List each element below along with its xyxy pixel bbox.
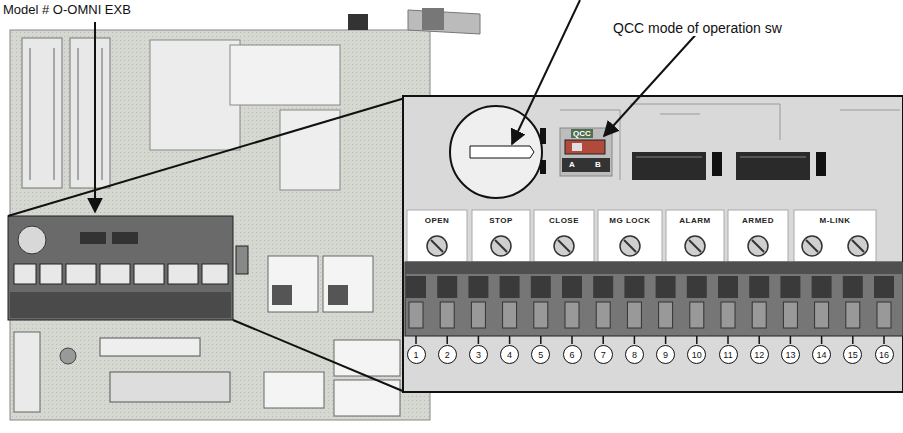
- zoom-inset: [403, 96, 903, 392]
- callout-label: QCC mode of operation sw: [612, 20, 783, 36]
- terminal-label: CLOSE: [536, 213, 592, 227]
- switch-position: B: [594, 160, 602, 169]
- node-text: 11: [723, 350, 732, 360]
- terminal-plate: [794, 210, 876, 262]
- screw: [802, 236, 822, 256]
- screw: [748, 236, 768, 256]
- node-text: 4: [507, 350, 512, 360]
- node-text: 10: [692, 350, 702, 360]
- header-connector: [632, 152, 706, 180]
- screw: [685, 236, 705, 256]
- callout-arrow: [512, 0, 580, 144]
- terminal-plate: [728, 210, 788, 262]
- node-text: 1: [413, 350, 418, 360]
- node-text: 3: [476, 350, 481, 360]
- switch-label: QCC: [571, 129, 593, 138]
- node-text: 16: [879, 350, 889, 360]
- callout-arrow: [604, 30, 700, 136]
- callout-number: 2: [438, 345, 457, 364]
- callout-number: 13: [781, 345, 800, 364]
- node-text: MG LOCK: [609, 216, 650, 225]
- terminal-label: STOP: [474, 213, 528, 227]
- terminal-label: MG LOCK: [600, 213, 660, 227]
- callout-number: 16: [875, 345, 894, 364]
- callout-number: 3: [469, 345, 488, 364]
- callout-number: 4: [500, 345, 519, 364]
- battery: [450, 106, 542, 198]
- terminal-plate: [472, 210, 530, 262]
- callout-number: 12: [750, 345, 769, 364]
- node-text: M-LINK: [820, 216, 851, 225]
- terminal-label: ARMED: [730, 213, 786, 227]
- callout-number: 1: [407, 345, 426, 364]
- screw: [491, 236, 511, 256]
- node-text: 6: [569, 350, 574, 360]
- callout-number: 11: [719, 345, 738, 364]
- callout-number: 8: [625, 345, 644, 364]
- node-text: 8: [632, 350, 637, 360]
- callout-number: 7: [594, 345, 613, 364]
- expansion-board: [8, 216, 233, 320]
- terminal-plate: [666, 210, 724, 262]
- node-text: 15: [848, 350, 858, 360]
- node-text: ARMED: [742, 216, 774, 225]
- model-label: Model # O-OMNI EXB: [2, 2, 132, 17]
- callout-arrow: [94, 22, 96, 212]
- terminal-plate: [598, 210, 662, 262]
- screw: [554, 236, 574, 256]
- screw: [848, 236, 868, 256]
- node-text: 12: [754, 350, 764, 360]
- terminal-plate: [534, 210, 594, 262]
- terminal-block: [405, 262, 903, 336]
- node-text: 14: [817, 350, 827, 360]
- node-text: OPEN: [425, 216, 450, 225]
- screw: [620, 236, 640, 256]
- dip-switch: [565, 140, 605, 154]
- node-text: CLOSE: [549, 216, 579, 225]
- terminal-label: OPEN: [409, 213, 465, 227]
- terminal-plate: [407, 210, 467, 262]
- screw: [427, 236, 447, 256]
- node-text: ALARM: [679, 216, 710, 225]
- terminal-label: ALARM: [668, 213, 722, 227]
- callout-number: 9: [656, 345, 675, 364]
- node-text: 5: [538, 350, 543, 360]
- node-text: STOP: [489, 216, 513, 225]
- header-connector: [736, 152, 810, 180]
- node-text: 7: [601, 350, 606, 360]
- node-text: 2: [445, 350, 450, 360]
- switch-position: A: [568, 160, 576, 169]
- callout-number: 14: [812, 345, 831, 364]
- node-text: 9: [663, 350, 668, 360]
- callout-number: 6: [563, 345, 582, 364]
- node-text: 13: [785, 350, 795, 360]
- terminal-label: M-LINK: [796, 213, 874, 227]
